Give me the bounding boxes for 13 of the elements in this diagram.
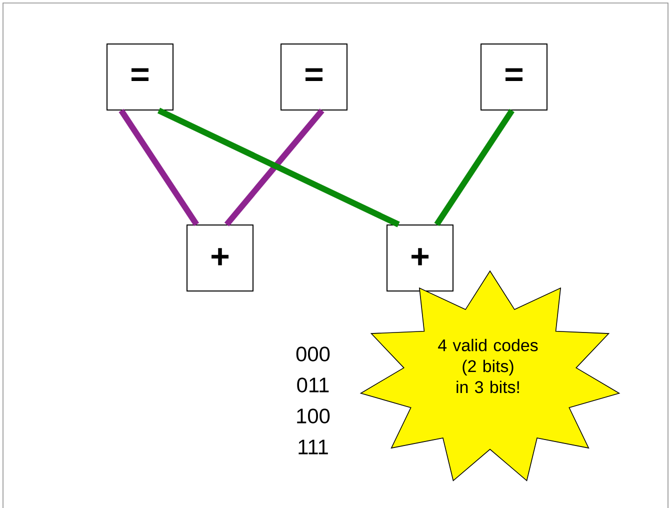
connector-line bbox=[434, 108, 514, 226]
connector-line bbox=[118, 108, 200, 226]
operator-box: + bbox=[386, 224, 454, 292]
operator-box: = bbox=[280, 44, 348, 110]
connector-line bbox=[224, 108, 324, 226]
operator-box: = bbox=[480, 44, 548, 110]
code-word: 100 bbox=[297, 408, 330, 424]
code-word: 000 bbox=[296, 346, 330, 362]
operator-box: + bbox=[186, 224, 254, 292]
operator-box: = bbox=[106, 44, 174, 110]
connector-line bbox=[157, 108, 400, 228]
code-word: 111 bbox=[298, 440, 328, 454]
code-word: 011 bbox=[297, 378, 329, 392]
